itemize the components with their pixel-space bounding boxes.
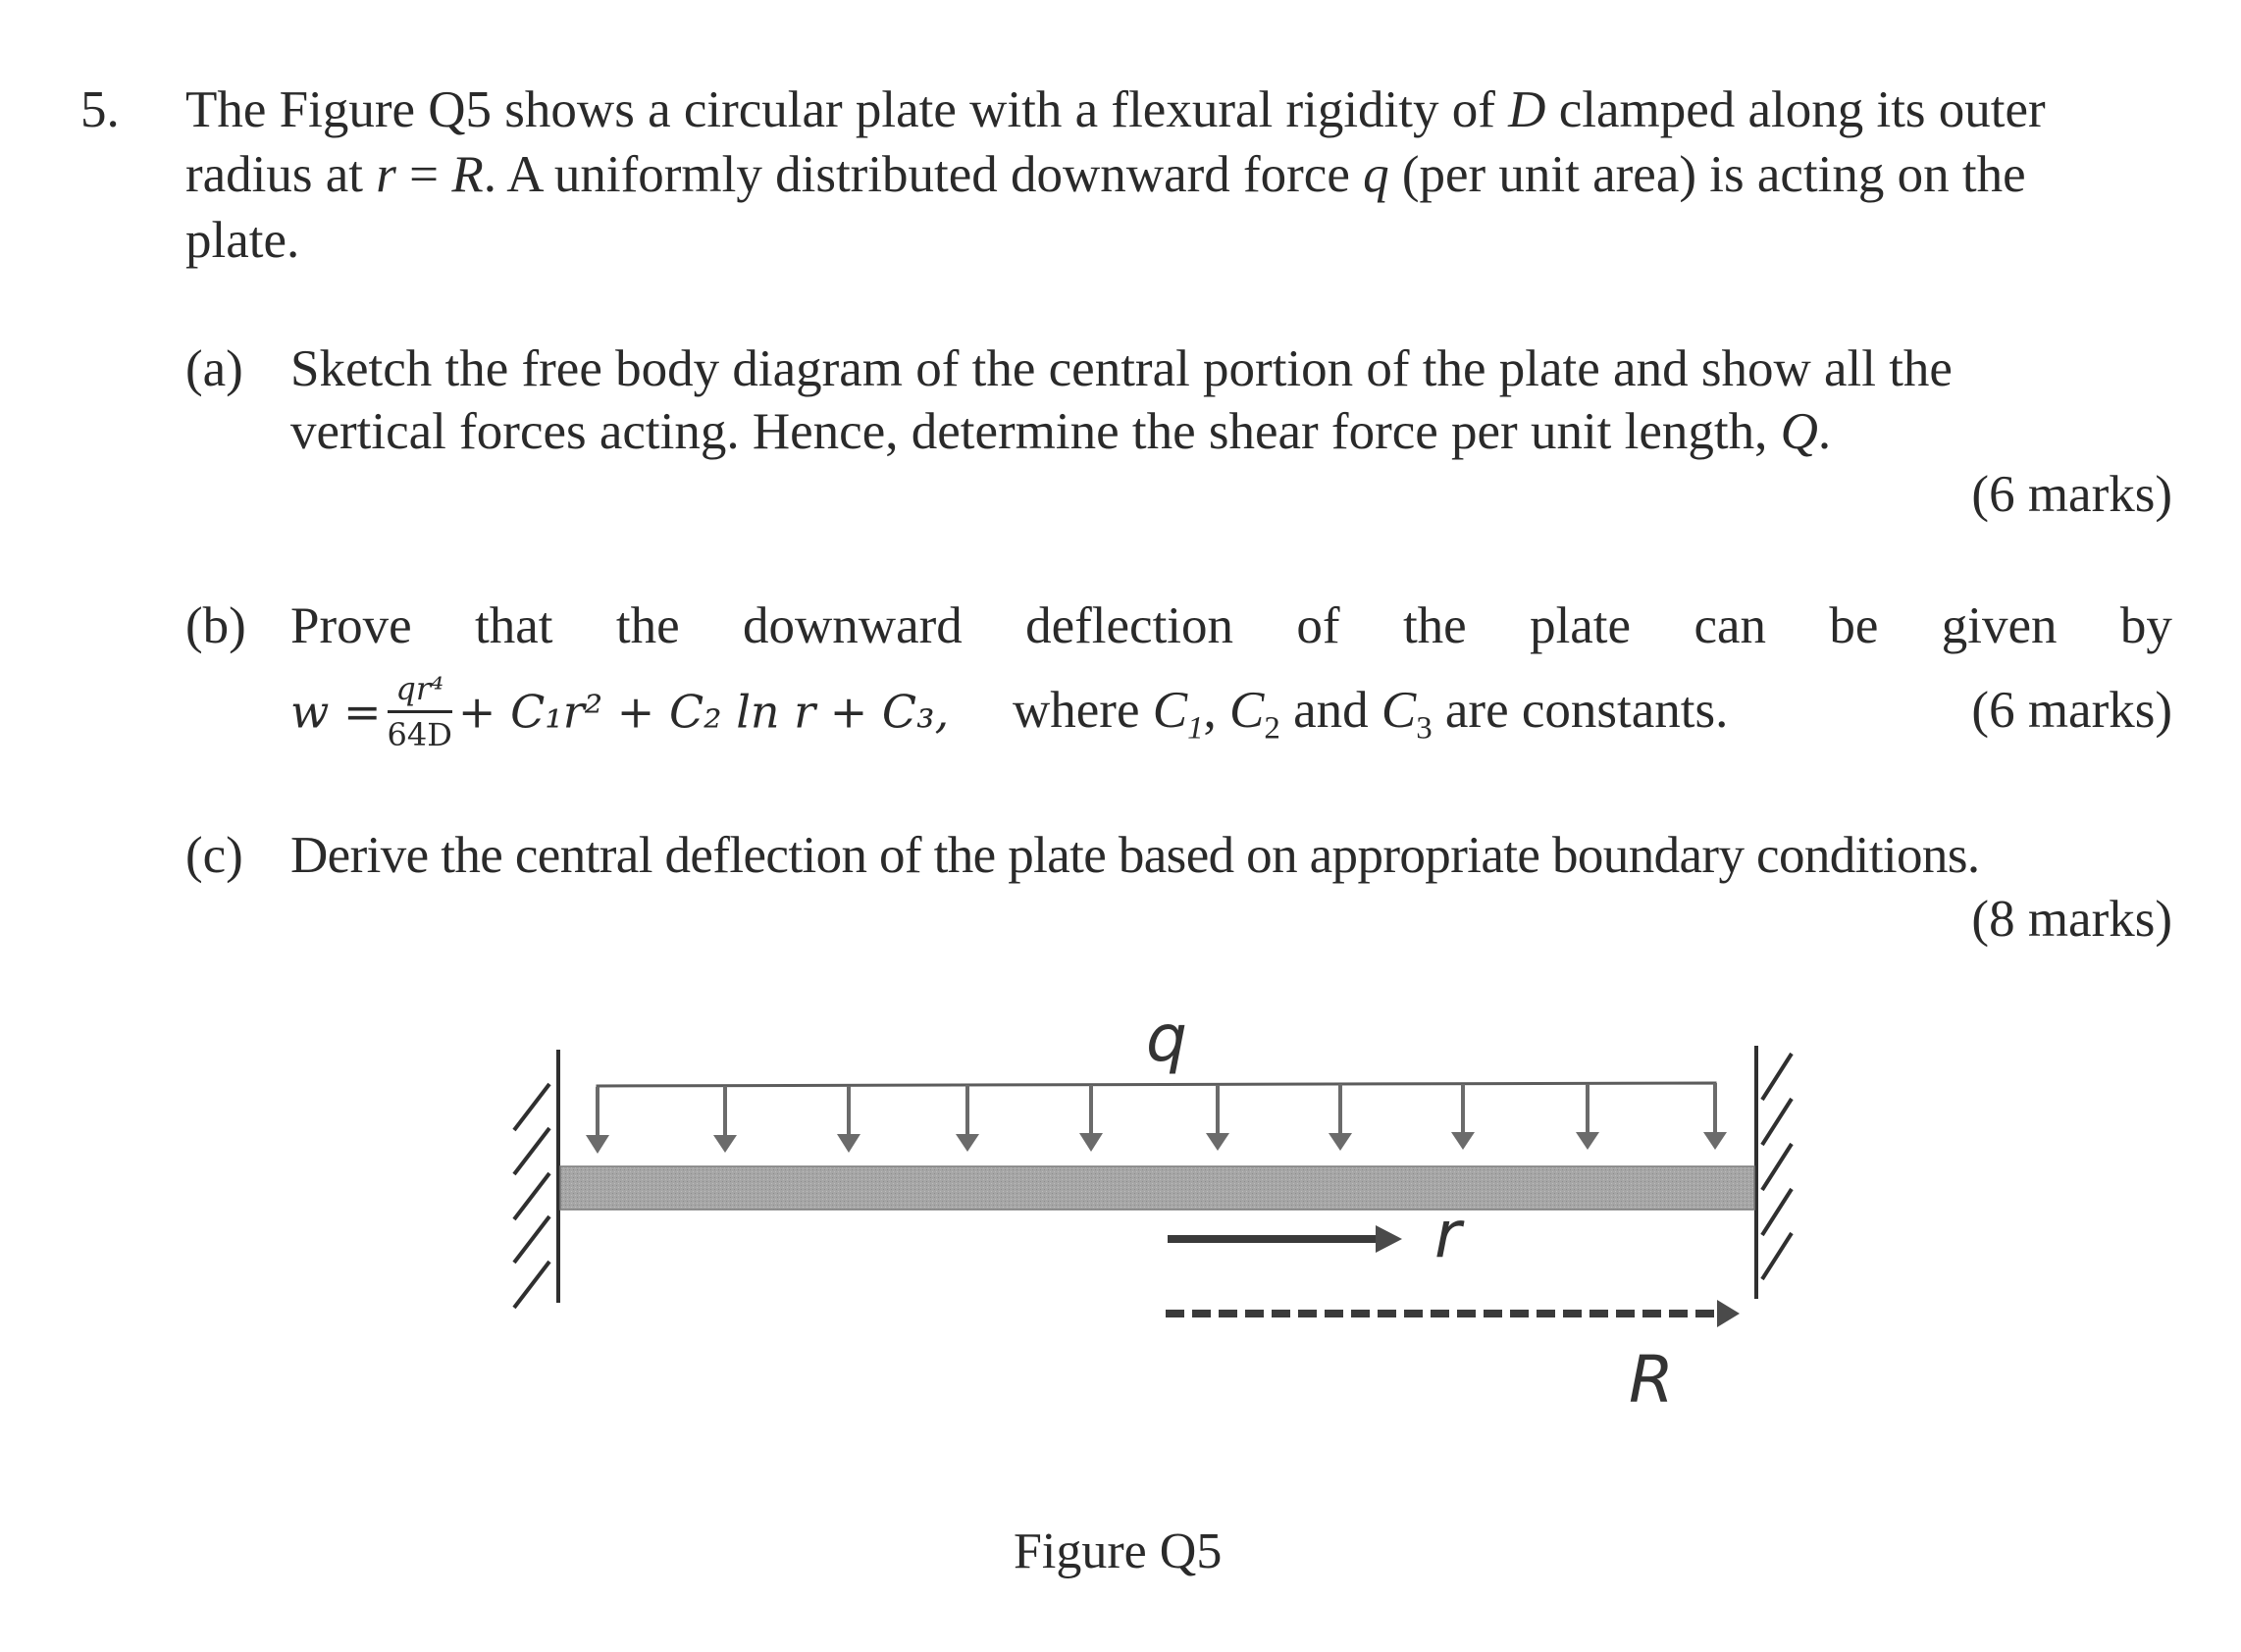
text: and: [1279, 682, 1381, 739]
word: plate: [1530, 597, 1632, 654]
word: of: [1296, 597, 1340, 654]
intro-text: clamped along its outer: [1545, 81, 2046, 138]
subscript: 1: [1187, 710, 1204, 747]
part-c-line-1: Derive the central deflection of the pla…: [290, 827, 1980, 884]
part-b-label: (b): [185, 597, 246, 654]
equation-terms: + C₁r² + C₂ ln r + C₃,: [457, 685, 950, 739]
text: ,: [1203, 682, 1230, 739]
symbol-r: r: [376, 146, 396, 203]
symbol-C2: C: [1229, 682, 1265, 739]
part-c-label: (c): [185, 827, 243, 884]
symbol-R: R: [451, 146, 484, 203]
symbol-C3: C: [1381, 682, 1417, 739]
intro-text: (per unit area) is acting on the: [1388, 146, 2026, 203]
load-arrows: [586, 1083, 1727, 1154]
equation-lhs: w =: [290, 685, 382, 739]
part-c-marks: (8 marks): [1971, 891, 2172, 948]
part-b-line-1: Prove that the downward deflection of th…: [290, 600, 2172, 652]
word: downward: [743, 597, 963, 654]
intro-text: The Figure Q5 shows a circular plate wit…: [185, 81, 1509, 138]
fraction-numerator: qr⁴: [387, 673, 452, 713]
load-label-q: q: [1146, 1001, 1187, 1076]
word: Prove: [290, 597, 412, 654]
symbol-C1: C: [1152, 682, 1188, 739]
part-b-marks: (6 marks): [1971, 682, 2172, 739]
symbol-Q: Q: [1780, 403, 1818, 460]
plate: [559, 1165, 1755, 1211]
intro-text: . A uniformly distributed downward force: [483, 146, 1364, 203]
word: given: [1941, 597, 2058, 654]
question-intro-line-2: radius at r = R. A uniformly distributed…: [185, 149, 2026, 201]
part-b-line-2-text: where C1, C2 and C3 are constants.: [1013, 682, 1729, 747]
part-a-text: vertical forces acting. Hence, determine…: [290, 403, 1781, 460]
word: that: [475, 597, 553, 654]
word: the: [1402, 597, 1467, 654]
part-a-marks: (6 marks): [1971, 466, 2172, 523]
fraction-denominator: 64D: [387, 716, 452, 753]
part-a-line-1: Sketch the free body diagram of the cent…: [290, 340, 1953, 397]
part-a-line-2: vertical forces acting. Hence, determine…: [290, 406, 1831, 458]
subscript: 2: [1264, 710, 1280, 747]
word: can: [1694, 597, 1766, 654]
right-clamped-support: [1754, 1046, 1794, 1299]
text: are constants.: [1432, 682, 1729, 739]
period: .: [1817, 403, 1832, 460]
word: by: [2119, 597, 2172, 654]
question-number: 5.: [80, 81, 120, 138]
symbol-q: q: [1363, 146, 1389, 203]
word: deflection: [1025, 597, 1234, 654]
question-intro-line-1: The Figure Q5 shows a circular plate wit…: [185, 84, 2172, 136]
radius-variable-arrow: [1168, 1225, 1402, 1253]
part-a-label: (a): [185, 340, 243, 397]
radius-variable-label-r: r: [1434, 1197, 1462, 1272]
outer-radius-label-R: R: [1629, 1342, 1674, 1418]
figure-caption: Figure Q5: [1014, 1523, 1223, 1579]
intro-text: =: [395, 146, 452, 203]
question-intro-line-3: plate.: [185, 212, 300, 269]
word: be: [1829, 597, 1879, 654]
text: where: [1013, 682, 1153, 739]
symbol-D: D: [1508, 81, 1546, 138]
distributed-load: [586, 1081, 1727, 1154]
intro-text: radius at: [185, 146, 377, 203]
left-clamped-support: [512, 1050, 560, 1310]
subscript: 3: [1416, 710, 1433, 747]
word: the: [615, 597, 680, 654]
outer-radius-dashed-arrow: [1166, 1300, 1740, 1327]
